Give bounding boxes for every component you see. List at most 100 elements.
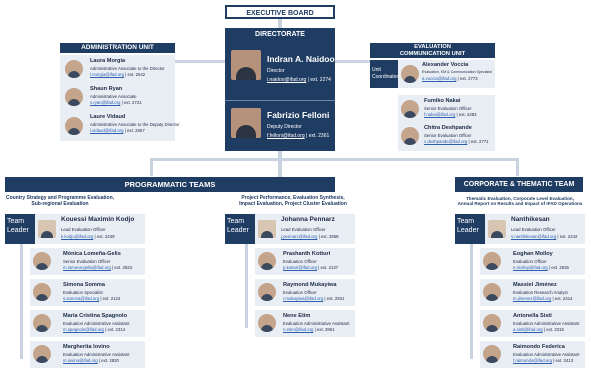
admin-ext: ext. 2657 (127, 128, 145, 133)
member-contact: f.raimondo@ifad.org | ext. 2413 (513, 358, 574, 363)
coordinator-ext: ext. 2773 (459, 76, 478, 81)
evalcomm-member-role: Senior Evaluation Officer (424, 133, 472, 138)
deputy-name: Fabrizio Felloni (267, 110, 330, 120)
connector-admin (175, 60, 227, 63)
unit-coordinator-label: Unit Coordinator (370, 60, 398, 88)
member-role: Evaluation Officer (513, 259, 547, 264)
connector-trunk (278, 150, 282, 160)
admin-member-contact: l.morgia@ifad.org | ext. 2542 (90, 72, 146, 77)
team1-member-card: Mónica Lomeña-Gelis Senior Evaluation Of… (30, 248, 145, 275)
admin-unit-box: Laura Morgia Administrative Associate to… (60, 55, 180, 141)
connector-team1-spine (20, 244, 23, 359)
member-role: Senior Evaluation Officer (63, 259, 111, 264)
member-role: Evaluation Research Analyst (513, 290, 568, 295)
avatar (65, 60, 83, 78)
member-name: Massiel Jiménez (513, 282, 557, 288)
member-email-link[interactable]: f.raimondo@ifad.org (513, 358, 552, 363)
leader-name: Johanna Pennarz (281, 216, 335, 223)
member-name: Mónica Lomeña-Gelis (63, 251, 121, 257)
member-contact: a.sisti@ifad.org | ext. 2315 (513, 327, 564, 332)
leader-email-link[interactable]: j.pennarz@ifad.org (281, 234, 318, 239)
avatar (33, 283, 51, 301)
member-role: Evaluation Administrative Assistant (513, 352, 580, 357)
leader-contact: k.kodjo@ifad.org | ext. 2249 (61, 234, 115, 239)
admin-email-link[interactable]: l.vidaud@ifad.org (90, 128, 124, 133)
member-email-link[interactable]: s.somma@ifad.org (63, 296, 100, 301)
director-name: Indran A. Naidoo (267, 54, 335, 64)
member-email-link[interactable]: m.iovino@ifad.org (63, 358, 98, 363)
admin-member-contact: l.vidaud@ifad.org | ext. 2657 (90, 128, 145, 133)
admin-ext: ext. 2542 (127, 72, 146, 77)
team-leader-label: Team Leader (225, 214, 255, 244)
member-role: Evaluation Specialist (63, 290, 103, 295)
member-contact: r.mukayiwa@ifad.org | ext. 2931 (283, 296, 345, 301)
member-email-link[interactable]: n.etim@ifad.org (283, 327, 314, 332)
evalcomm-email-link[interactable]: f.nakai@ifad.org (424, 112, 456, 117)
team3-member-card: Raimondo Federica Evaluation Administrat… (480, 341, 585, 368)
avatar (38, 220, 56, 238)
member-role: Evaluation Administrative Assistant (63, 352, 130, 357)
executive-board-box: EXECUTIVE BOARD (225, 5, 335, 19)
member-contact: m.iovino@ifad.org | ext. 2820 (63, 358, 119, 363)
leader-role: Lead Evaluation Officer (511, 227, 556, 232)
member-ext: ext. 2931 (326, 296, 345, 301)
evalcomm-member-contact: c.deshpande@ifad.org | ext. 2771 (424, 139, 489, 144)
director-contact: i.naidoo@ifad.org | ext. 2274 (267, 77, 331, 83)
evalcomm-ext: ext. 2283 (458, 112, 477, 117)
leader-name: Nanthikesan (511, 216, 550, 223)
member-email-link[interactable]: m.lomena-gelis@ifad.org (63, 265, 111, 270)
member-email-link[interactable]: e.molloy@ifad.org (513, 265, 548, 270)
member-name: Raimondo Federica (513, 344, 565, 350)
leader-email-link[interactable]: k.kodjo@ifad.org (61, 234, 94, 239)
member-contact: m.spagnolo@ifad.org | ext. 2314 (63, 327, 126, 332)
connector-board (278, 19, 282, 31)
member-email-link[interactable]: m.jimenez@ifad.org (513, 296, 552, 301)
avatar (483, 345, 501, 363)
director-ext: ext. 2274 (310, 77, 331, 83)
leader-email-link[interactable]: s.nanthikesan@ifad.org (511, 234, 557, 239)
member-email-link[interactable]: m.spagnolo@ifad.org (63, 327, 104, 332)
coordinator-role: Evaluation, KM & Communication Specialis… (422, 70, 492, 74)
coordinator-email-link[interactable]: a.voccia@ifad.org (422, 76, 457, 81)
member-role: Evaluation Officer (283, 290, 317, 295)
deputy-contact: f.felloni@ifad.org | ext. 2361 (267, 133, 330, 139)
leader-ext: ext. 2558 (320, 234, 339, 239)
member-ext: ext. 2124 (102, 296, 121, 301)
member-name: Eoghan Molloy (513, 251, 553, 257)
member-name: Nene Etim (283, 313, 311, 319)
member-email-link[interactable]: a.sisti@ifad.org (513, 327, 543, 332)
coordinator-name: Alexander Voccia (422, 62, 469, 68)
member-role: Evaluation Administrative Assistant (63, 321, 130, 326)
avatar (483, 283, 501, 301)
team1-member-card: Maria Cristina Spagnolo Evaluation Admin… (30, 310, 145, 337)
avatar (401, 127, 419, 145)
evalcomm-member-name: Fumiko Nakai (424, 98, 461, 104)
admin-email-link[interactable]: l.morgia@ifad.org (90, 72, 124, 77)
team3-leader-box: Team Leader Nanthikesan Lead Evaluation … (455, 214, 585, 244)
avatar (258, 220, 276, 238)
admin-member-contact: s.ryan@ifad.org | ext. 2721 (90, 100, 142, 105)
director-email-link[interactable]: i.naidoo@ifad.org (267, 77, 307, 83)
member-ext: ext. 2137 (320, 265, 339, 270)
member-role: Evaluation Administrative Assistant (513, 321, 580, 326)
leader-contact: j.pennarz@ifad.org | ext. 2558 (281, 234, 339, 239)
admin-email-link[interactable]: s.ryan@ifad.org (90, 100, 121, 105)
evalcomm-email-link[interactable]: c.deshpande@ifad.org (424, 139, 468, 144)
member-email-link[interactable]: r.mukayiwa@ifad.org (283, 296, 324, 301)
deputy-email-link[interactable]: f.felloni@ifad.org (267, 133, 305, 139)
team1-title: Country Strategy and Programme Evaluatio… (5, 194, 115, 214)
member-ext: ext. 2820 (101, 358, 119, 363)
admin-member-role: Administrative Associate to the Deputy D… (90, 122, 180, 127)
member-email-link[interactable]: p.kotturi@ifad.org (283, 265, 317, 270)
team3-member-card: Massiel Jiménez Evaluation Research Anal… (480, 279, 585, 306)
admin-ext: ext. 2721 (123, 100, 142, 105)
team2-title: Project Performance, Evaluation Synthesi… (228, 194, 358, 214)
team2-member-card: Prashanth Kotturi Evaluation Officer p.k… (255, 248, 355, 275)
member-contact: m.lomena-gelis@ifad.org | ext. 2923 (63, 265, 133, 270)
member-ext: ext. 2413 (555, 358, 574, 363)
evalcomm-member-name: Chitra Deshpande (424, 125, 472, 131)
member-contact: n.etim@ifad.org | ext. 2861 (283, 327, 335, 332)
avatar (483, 314, 501, 332)
evalcomm-unit-header: EVALUATION COMMUNICATION UNIT (370, 43, 495, 58)
connector-left-drop (150, 158, 153, 176)
